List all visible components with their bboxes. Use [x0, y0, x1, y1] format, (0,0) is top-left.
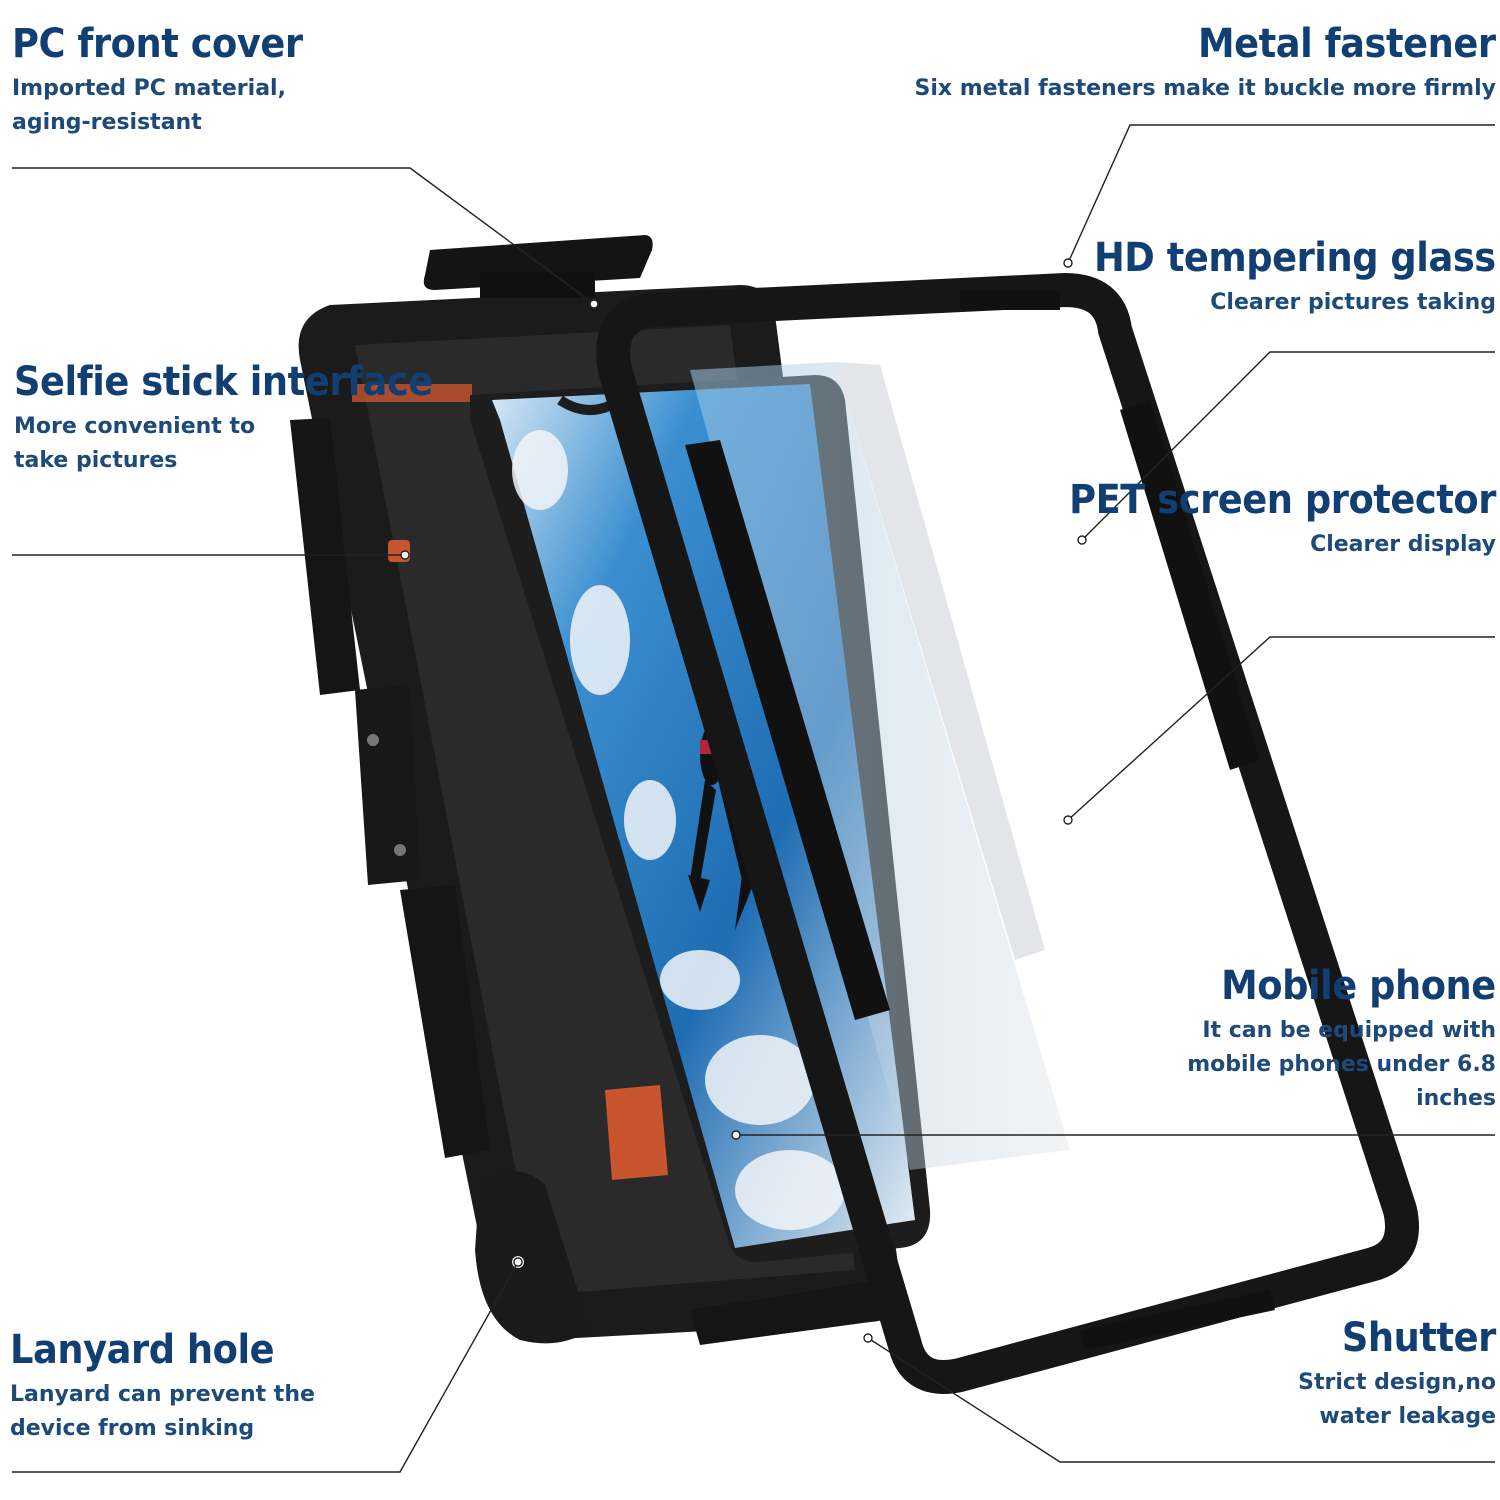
- callout-title: Metal fastener: [1198, 21, 1496, 67]
- callout-pc-front-cover: PC front cover Imported PC material, agi…: [12, 16, 328, 140]
- callout-desc: Imported PC material, aging-resistant: [12, 76, 286, 135]
- glass-panel: [690, 362, 1070, 1170]
- callout-title: PC front cover: [12, 21, 303, 67]
- callout-desc: Clearer pictures taking: [1210, 290, 1496, 315]
- leader-lines: [12, 124, 1495, 1473]
- callout-shutter: Shutter Strict design,no water leakage: [1298, 1310, 1496, 1434]
- callout-title: PET screen protector: [1069, 477, 1496, 523]
- callout-desc: Six metal fasteners make it buckle more …: [914, 76, 1496, 101]
- callout-desc: More convenient to take pictures: [14, 414, 256, 473]
- callout-desc: Strict design,no water leakage: [1298, 1370, 1496, 1429]
- callout-metal-fastener: Metal fastener Six metal fasteners make …: [914, 16, 1496, 106]
- callout-pet-screen-protector: PET screen protector Clearer display: [1032, 472, 1496, 562]
- callout-selfie-stick-interface: Selfie stick interface More convenient t…: [14, 354, 469, 478]
- callout-title: Shutter: [1342, 1315, 1496, 1361]
- callout-title: Selfie stick interface: [14, 359, 433, 405]
- callout-mobile-phone: Mobile phone It can be equipped with mob…: [1187, 958, 1496, 1116]
- callout-title: Mobile phone: [1221, 963, 1496, 1009]
- callout-title: HD tempering glass: [1094, 235, 1496, 281]
- callout-desc: It can be equipped with mobile phones un…: [1187, 1018, 1496, 1111]
- callout-title: Lanyard hole: [10, 1327, 275, 1373]
- callout-desc: Lanyard can prevent the device from sink…: [10, 1382, 315, 1441]
- callout-desc: Clearer display: [1310, 532, 1496, 557]
- leader-dots: [400, 258, 1087, 1343]
- callout-hd-tempering-glass: HD tempering glass Clearer pictures taki…: [1059, 230, 1496, 320]
- front-cover-frame: [596, 273, 1419, 1394]
- callout-lanyard-hole: Lanyard hole Lanyard can prevent the dev…: [10, 1322, 315, 1446]
